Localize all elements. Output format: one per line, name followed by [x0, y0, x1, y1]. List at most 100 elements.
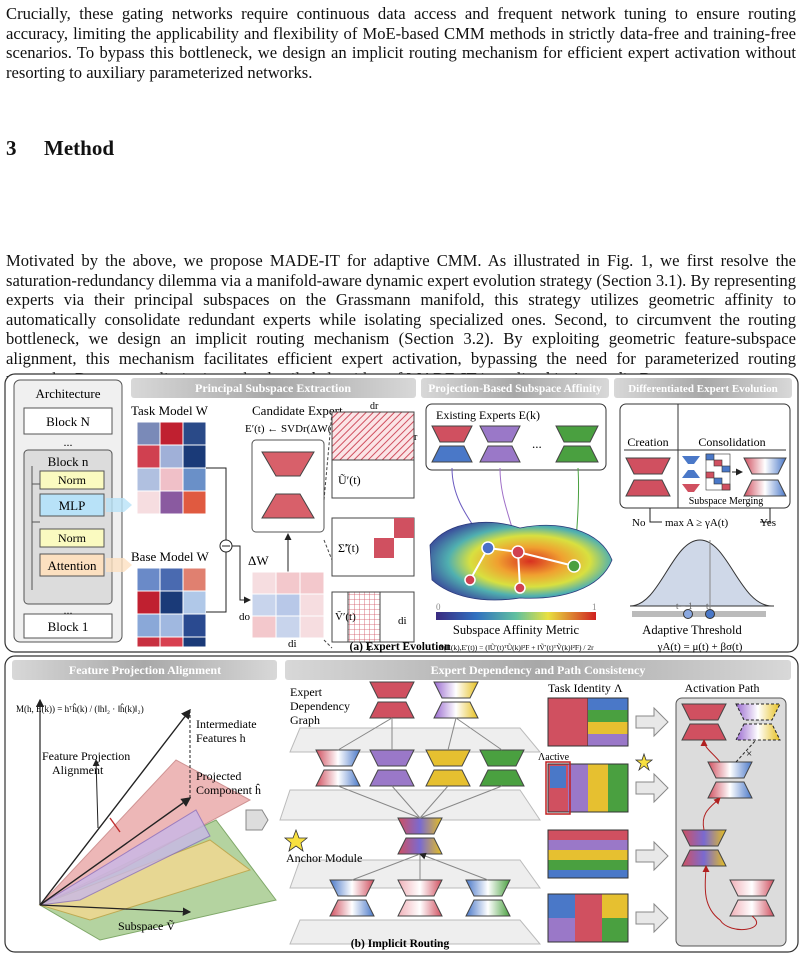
affinity-metric-label: Subspace Affinity Metric — [453, 623, 580, 637]
delta-label: ΔW — [248, 553, 269, 568]
principal-header: Principal Subspace Extraction — [195, 381, 351, 395]
block-1-label: Block 1 — [48, 619, 89, 634]
dependency-header-bar — [285, 660, 791, 680]
panel-implicit-routing: Feature Projection Alignment M(h, E(k)) … — [4, 655, 799, 953]
block-1 — [23, 613, 113, 639]
merged-expert — [743, 457, 787, 497]
caption-b: (b) Implicit Routing — [351, 938, 450, 950]
activation-path-label: Activation Path — [685, 681, 760, 695]
v-label: Ṽ′(t) — [335, 611, 356, 623]
graph-expert-mid-2 — [369, 749, 415, 787]
block-n-upper — [23, 407, 113, 435]
affinity-formula: A(E(k),E′(t)) = (‖Ũ′(t)ᵀŨ(k)‖²F + ‖Ṽ′(t)… — [438, 642, 594, 652]
candidate-bottom-trap — [261, 493, 315, 519]
existing-experts-label: Existing Experts E(k) — [436, 408, 540, 422]
norm-bottom-label: Norm — [58, 531, 87, 545]
existing-expert-purple — [479, 425, 521, 463]
projected-vector — [39, 797, 192, 906]
norm-bottom — [39, 528, 105, 548]
graph-expert-top-yellow — [433, 681, 479, 719]
consolidation-label: Consolidation — [698, 435, 765, 449]
architecture-title: Architecture — [36, 386, 101, 401]
graph-expert-bot-2 — [397, 879, 443, 917]
evolution-header: Differentiated Expert Evolution — [628, 383, 778, 395]
path-expert-mid — [707, 761, 753, 799]
attention-label: Attention — [47, 558, 97, 573]
alignment-header: Feature Projection Alignment — [69, 663, 221, 677]
u-matrix — [331, 411, 415, 461]
task-identity-label: Task Identity Λ — [548, 681, 623, 695]
delta-matrix — [251, 571, 325, 639]
graph-expert-top-red — [369, 681, 415, 719]
existing-dots: ... — [532, 436, 542, 451]
threshold-condition: max A ≥ γA(t) — [665, 517, 728, 529]
base-model-matrix — [136, 567, 207, 648]
path-expert-dashed — [735, 703, 781, 741]
blocked-x-icon: × — [746, 748, 752, 760]
anchor-module-label: Anchor Module — [286, 851, 362, 865]
subspace-v-label: Subspace Ṽ — [118, 919, 175, 933]
yes-label: Yes — [760, 517, 776, 529]
active-label: Λactive — [538, 752, 570, 763]
differentiated-expert-evolution: Differentiated Expert Evolution Creation… — [614, 378, 792, 653]
task-identity-matrix-3 — [547, 829, 629, 879]
no-label: No — [632, 517, 646, 529]
threshold-knob-prev — [683, 609, 693, 619]
task-identity-matrix-2 — [545, 761, 629, 815]
features-h-label: Features h — [196, 731, 246, 745]
principal-header-bar — [131, 378, 416, 398]
architecture-column: Architecture Block N ... Block n Norm ML… — [13, 379, 132, 643]
norm-top-label: Norm — [58, 473, 87, 487]
subspace-merging-label: Subspace Merging — [689, 496, 764, 507]
paragraph-method: Motivated by the above, we propose MADE-… — [6, 251, 796, 388]
graph-expert-anchor — [397, 817, 443, 855]
di-label-delta: di — [288, 638, 297, 650]
r-label-u: r — [414, 432, 418, 443]
svd-formula: E′(t) ← SVDr(ΔW(t)) — [245, 423, 342, 435]
existing-expert-green — [555, 425, 599, 463]
existing-expert-red-blue — [431, 425, 473, 463]
feature-vector-h — [39, 708, 191, 906]
creation-expert — [625, 457, 671, 497]
caption-a: (a) Expert Evolution — [350, 641, 452, 653]
projected-label-1: Projected — [196, 769, 241, 783]
alignment-formula: M(h, E(k)) = hᵀĥ(k) / (‖h‖₂ · ‖ĥ(k)‖₂) — [16, 704, 144, 714]
paragraph-intro: Crucially, these gating networks require… — [6, 4, 796, 82]
projected-label-2: Component ĥ — [196, 783, 261, 797]
mlp-block — [39, 493, 105, 517]
graph-expert-mid-3 — [425, 749, 471, 787]
arch-dots-top: ... — [64, 435, 73, 449]
r-label-v: r — [368, 643, 372, 654]
subspace-plane-purple — [39, 809, 211, 906]
principal-subspace-extraction: Principal Subspace Extraction Task Model… — [131, 378, 418, 654]
task-identity-matrix-1 — [547, 697, 629, 747]
creation-label: Creation — [627, 435, 668, 449]
t-label: t — [706, 601, 709, 611]
dr-label: dr — [370, 401, 379, 412]
t-minus-1: t − 1 — [676, 601, 693, 611]
candidate-expert-label: Candidate Expert — [252, 403, 343, 418]
task-model-matrix — [136, 421, 207, 515]
candidate-top-trap — [261, 451, 315, 477]
surface-point-red — [511, 545, 525, 559]
expert-dependency-path: Expert Dependency and Path Consistency E… — [279, 660, 791, 947]
block-n-upper-label: Block N — [46, 414, 90, 429]
graph-expert-bot-3 — [465, 879, 511, 917]
consolidation-small-expert — [682, 456, 700, 492]
affinity-header: Projection-Based Subspace Affinity — [428, 383, 602, 395]
arrows-to-path — [635, 706, 669, 934]
graph-expert-mid-1 — [315, 749, 361, 787]
threshold-distribution — [629, 539, 773, 607]
projection-subspace-affinity: Projection-Based Subspace Affinity Exist… — [421, 378, 613, 652]
active-star-icon — [634, 752, 654, 772]
feature-projection-alignment: Feature Projection Alignment M(h, E(k)) … — [12, 660, 277, 941]
colorbar-max: 1 — [592, 602, 597, 612]
di-label-v: di — [398, 615, 407, 627]
graph-expert-mid-4 — [479, 749, 525, 787]
threshold-slider-track — [632, 611, 766, 617]
task-model-label: Task Model W — [131, 403, 209, 418]
colorbar-min: 0 — [436, 602, 441, 612]
path-expert-red — [681, 703, 727, 741]
